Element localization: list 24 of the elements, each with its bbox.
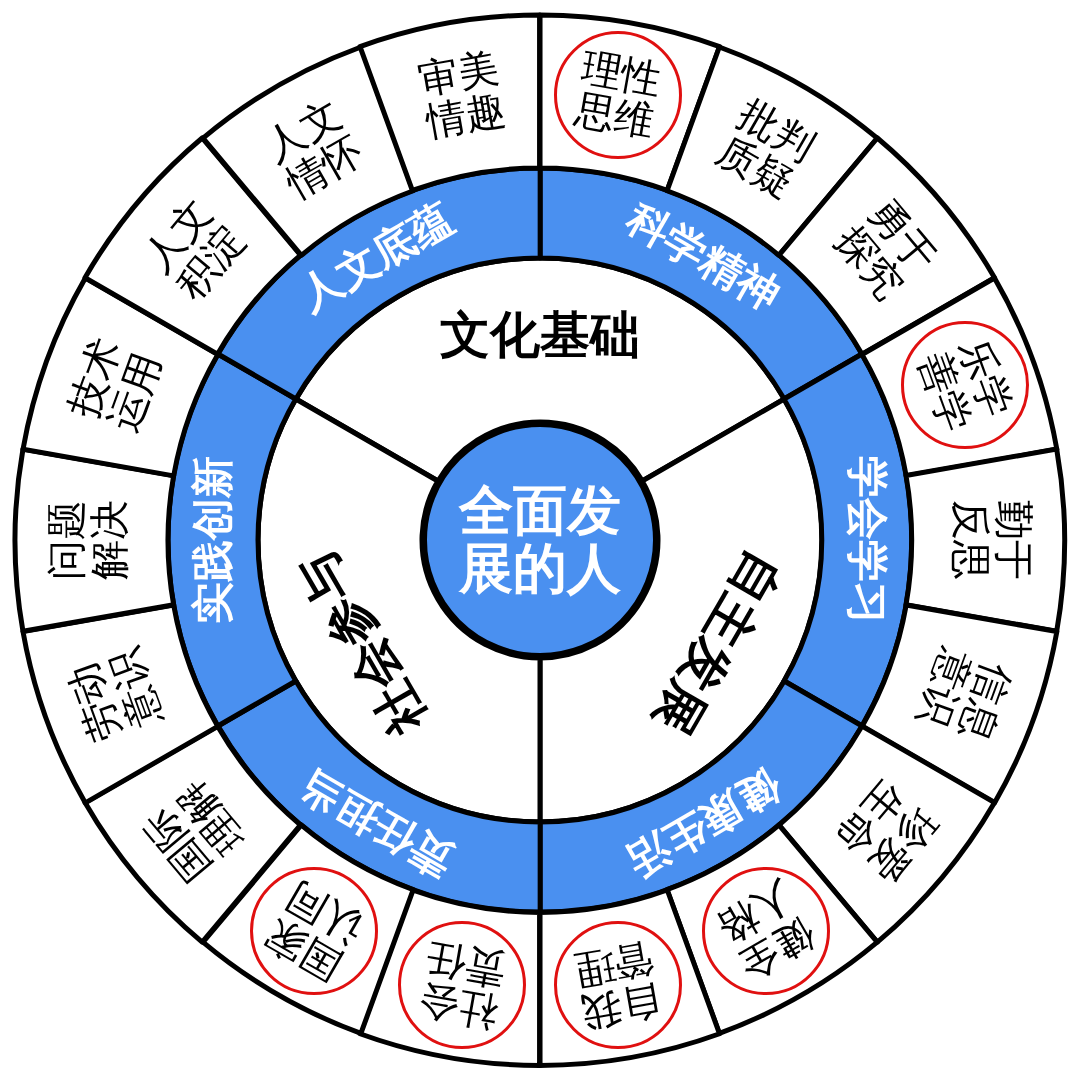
segment-label: 自主发展 <box>641 540 794 746</box>
segment-label: 勇于探究 <box>826 189 947 310</box>
segment-label: 珍爱生命 <box>826 770 947 891</box>
segment-label: 勤于反思 <box>948 499 1036 582</box>
segment-label: 乐学善学 <box>909 331 1020 440</box>
segment-label: 审美情趣 <box>413 45 510 145</box>
segment-label: 国际理解 <box>133 770 254 891</box>
segment-label: 社会参与 <box>286 540 439 746</box>
segment-label: 人文积淀 <box>133 189 254 310</box>
segment-label: 信息意识 <box>909 640 1020 749</box>
segment-label: 全面发展的人 <box>457 481 622 599</box>
segment-label: 问题解决 <box>44 499 132 582</box>
segment-label: 国家认同 <box>256 873 372 990</box>
segment-label: 人文情怀 <box>256 90 372 207</box>
segment-label: 实践创新 <box>190 455 236 626</box>
segment-label: 理性思维 <box>570 45 667 145</box>
segment-label: 学会学习 <box>844 455 890 626</box>
segment-label: 技术运用 <box>60 331 171 440</box>
segment-label: 健全人格 <box>708 873 824 990</box>
segment-label: 社会责任 <box>413 935 510 1035</box>
segment-label: 批判质疑 <box>708 90 824 207</box>
segment-label: 自我管理 <box>570 935 667 1035</box>
segment-label: 劳动意识 <box>60 640 171 749</box>
segment-label: 文化基础 <box>439 308 641 362</box>
